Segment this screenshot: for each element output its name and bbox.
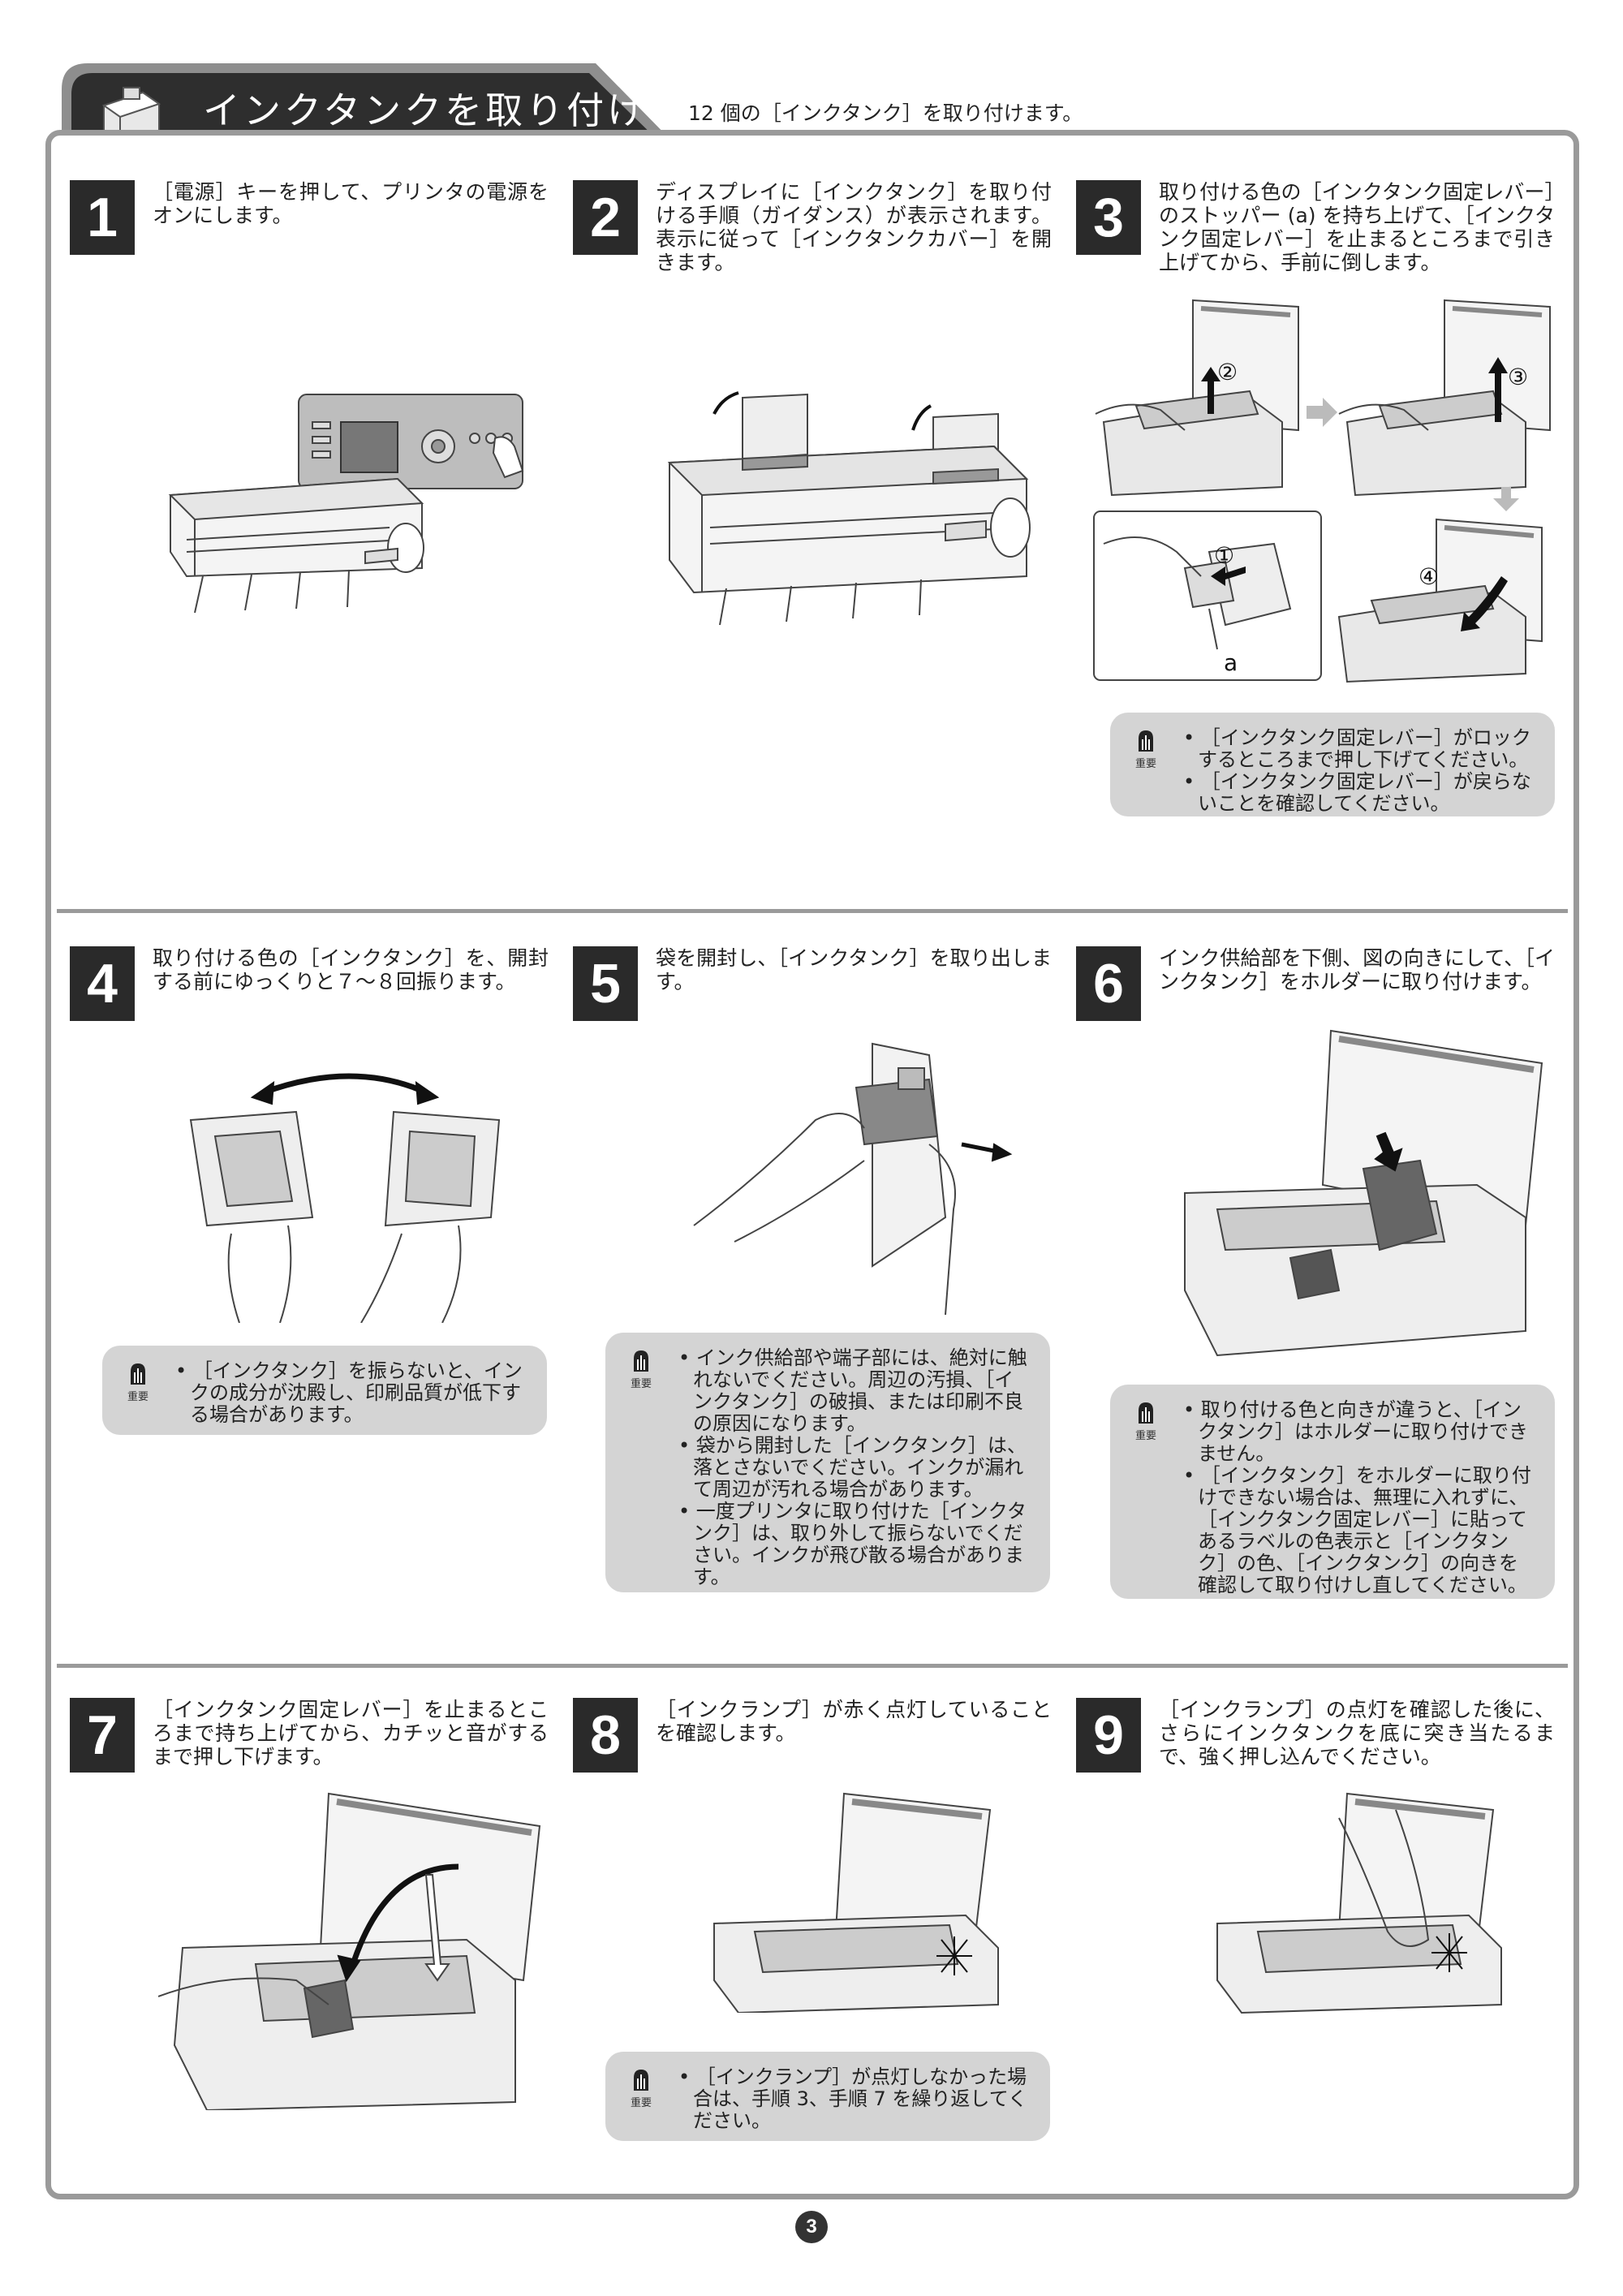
note-step-4: 重要 ［インクタンク］を振らないと、インクの成分が沈殿し、印刷品質が低下する場合… [102, 1346, 547, 1435]
step-6-number: 6 [1076, 946, 1141, 1021]
step-7-number: 7 [70, 1698, 135, 1773]
step-5-number: 5 [573, 946, 638, 1021]
note-step-5-item: インク供給部や端子部には、絶対に触れないでください。周辺の汚損、［インクタンク］… [675, 1347, 1027, 1435]
row-divider-2 [57, 1664, 1568, 1668]
step-8-number: 8 [573, 1698, 638, 1773]
page-subtitle: 12 個の［インクタンク］を取り付けます。 [688, 101, 1083, 125]
remove-ink-tank-illustration [693, 1042, 1013, 1315]
step-6-text: インク供給部を下側、図の向きにして、［インクタンク］をホルダーに取り付けます。 [1159, 946, 1555, 993]
note-step-8: 重要 ［インクランプ］が点灯しなかった場合は、手順 3、手順 7 を繰り返してく… [605, 2052, 1050, 2141]
note-step-5-item: 袋から開封した［インクタンク］は、落とさないでください。インクが漏れて周辺が汚れ… [675, 1435, 1027, 1501]
important-icon: 重要 [1130, 729, 1162, 770]
important-label: 重要 [630, 1378, 652, 1390]
ink-lamp-on-illustration [713, 1792, 999, 2013]
important-icon: 重要 [625, 2068, 657, 2109]
circle-1-label: ① [1214, 542, 1234, 569]
important-label: 重要 [630, 2097, 652, 2109]
note-step-5: 重要 インク供給部や端子部には、絶対に触れないでください。周辺の汚損、［インクタ… [605, 1333, 1050, 1592]
circle-3-label: ③ [1508, 364, 1528, 390]
insert-ink-tank-illustration [1184, 1029, 1543, 1357]
step-7-text: ［インクタンク固定レバー］を止まるところまで持ち上げてから、カチッと音がするまで… [153, 1698, 549, 1768]
step-2-text: ディスプレイに［インクタンク］を取り付ける手順（ガイダンス）が表示されます。表示… [656, 180, 1052, 274]
circle-2-label: ② [1217, 359, 1238, 386]
note-step-4-item: ［インクタンク］を振らないと、インクの成分が沈殿し、印刷品質が低下する場合があり… [172, 1360, 524, 1426]
lamp-burst-icon [936, 1936, 972, 1975]
step-9-text: ［インクランプ］の点灯を確認した後に、さらにインクタンクを底に突き当たるまで、強… [1159, 1698, 1555, 1768]
row-divider-1 [57, 909, 1568, 913]
important-label: 重要 [127, 1391, 149, 1403]
step-3-number: 3 [1076, 180, 1141, 255]
shake-ink-tank-illustration [189, 1073, 501, 1323]
page-number: 3 [795, 2211, 828, 2243]
lock-lever-illustration [158, 1792, 541, 2110]
stopper-a-label: a [1224, 649, 1238, 676]
page-title: インクタンクを取り付ける [203, 88, 689, 132]
important-icon: 重要 [122, 1362, 154, 1403]
push-ink-tank-illustration [1216, 1792, 1502, 2014]
header-tab [62, 63, 677, 148]
important-label: 重要 [1134, 1430, 1156, 1442]
step-1-number: 1 [70, 180, 135, 255]
note-step-3-item: ［インクタンク固定レバー］がロックするところまで押し下げてください。 [1180, 727, 1532, 771]
step-3-text: 取り付ける色の［インクタンク固定レバー］のストッパー (a) を持ち上げて、［イ… [1159, 180, 1555, 274]
step-2-number: 2 [573, 180, 638, 255]
note-step-6: 重要 取り付ける色と向きが違うと、［インクタンク］はホルダーに取り付けできません… [1110, 1385, 1555, 1599]
note-step-6-item: 取り付ける色と向きが違うと、［インクタンク］はホルダーに取り付けできません。 [1180, 1399, 1532, 1465]
step-4-text: 取り付ける色の［インクタンク］を、開封する前にゆっくりと７～８回振ります。 [153, 946, 549, 993]
step-5-text: 袋を開封し、［インクタンク］を取り出します。 [656, 946, 1052, 993]
step-4-number: 4 [70, 946, 135, 1021]
important-icon: 重要 [625, 1349, 657, 1390]
printer-power-illustration [168, 394, 524, 614]
step-8-text: ［インクランプ］が赤く点灯していることを確認します。 [656, 1698, 1052, 1745]
important-icon: 重要 [1130, 1401, 1162, 1442]
printer-covers-open-illustration [667, 391, 1031, 626]
lamp-burst-icon [1431, 1933, 1467, 1972]
circle-4-label: ④ [1419, 563, 1439, 590]
note-step-3-item: ［インクタンク固定レバー］が戻らないことを確認してください。 [1180, 771, 1532, 815]
note-step-8-item: ［インクランプ］が点灯しなかった場合は、手順 3、手順 7 を繰り返してください… [675, 2066, 1027, 2132]
important-label: 重要 [1134, 758, 1156, 770]
step-9-number: 9 [1076, 1698, 1141, 1773]
note-step-3: 重要 ［インクタンク固定レバー］がロックするところまで押し下げてください。 ［イ… [1110, 713, 1555, 816]
note-step-5-item: 一度プリンタに取り付けた［インクタンク］は、取り外して振らないでください。インク… [675, 1501, 1027, 1588]
ink-lever-steps-illustration: ② ③ ① ④ a [1093, 299, 1551, 683]
step-1-text: ［電源］キーを押して、プリンタの電源をオンにします。 [153, 180, 549, 227]
note-step-6-item: ［インクタンク］をホルダーに取り付けできない場合は、無理に入れずに、［インクタン… [1180, 1465, 1532, 1596]
